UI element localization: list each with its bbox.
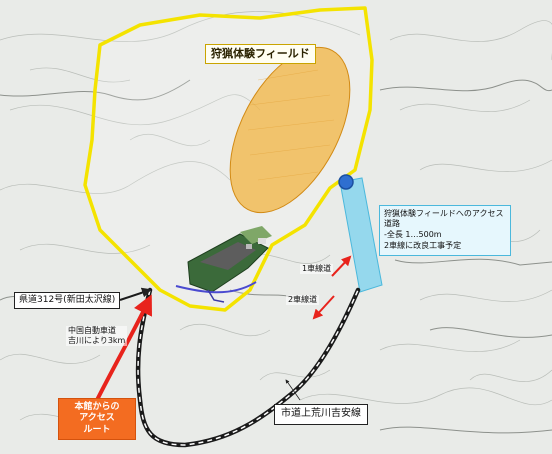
minor-roads (0, 79, 552, 434)
expressway-line-1: 中国自動車道 (68, 326, 116, 335)
main-access-line-3: ルート (83, 424, 111, 435)
access-road-length: -全長 1…500m (384, 230, 442, 239)
expressway-label: 中国自動車道 吉川により3km (66, 326, 128, 346)
contour-lines (0, 11, 552, 424)
main-access-line-2: アクセス (79, 413, 115, 424)
main-access-line-1: 本館からの (74, 402, 120, 412)
main-access-route-box[interactable]: 本館からの アクセス ルート (58, 398, 136, 440)
access-road-info-box: 狩猟体験フィールドへのアクセス道路 -全長 1…500m 2車線に改良工事予定 (379, 205, 511, 256)
hunting-field-hatch (247, 69, 335, 181)
city-road-leader (285, 379, 301, 401)
hunting-field-area[interactable] (205, 28, 374, 232)
main-road-dash (137, 289, 359, 446)
city-road-label: 市道上荒川吉安線 (274, 404, 368, 425)
lane-two-arrow (312, 295, 335, 320)
expressway-line-2: 吉川により3km (68, 336, 126, 345)
main-access-arrow (94, 294, 152, 403)
access-road-note: 2車線に改良工事予定 (384, 241, 462, 250)
blue-circle-marker-icon[interactable] (338, 174, 354, 190)
prefectural-road-label: 県道312号(新田太沢線) (14, 292, 121, 310)
lane-one-arrow (331, 255, 352, 277)
lane-two-label: 2車線道 (286, 295, 320, 305)
lane-one-label: 1車線道 (300, 264, 334, 274)
access-road-title: 狩猟体験フィールドへのアクセス道路 (384, 209, 504, 228)
access-road-zone[interactable] (339, 177, 383, 293)
hunting-field-label: 狩猟体験フィールド (205, 44, 316, 64)
facility-complex-icon[interactable] (175, 226, 272, 303)
